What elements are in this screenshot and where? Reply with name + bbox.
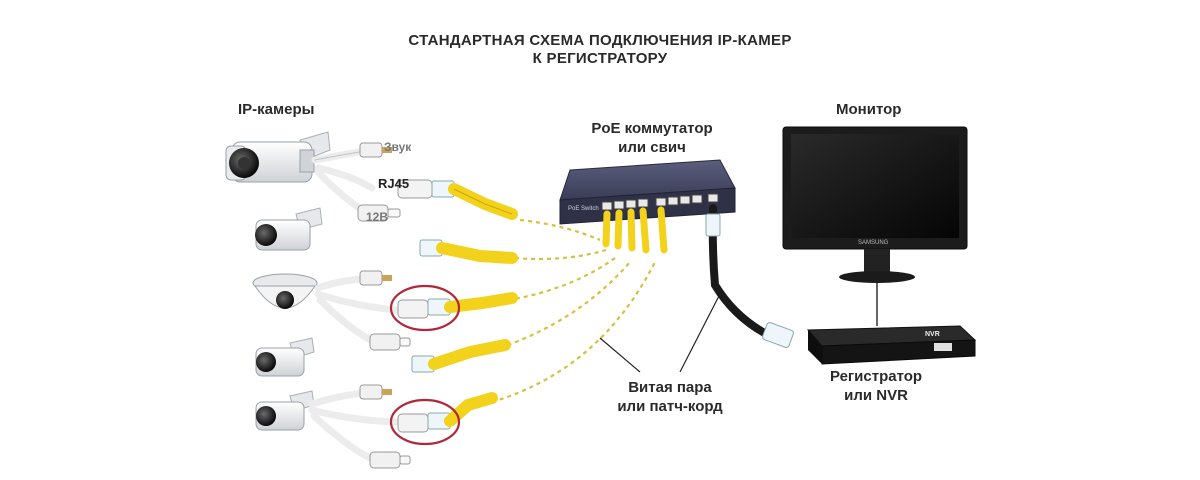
nvr-recorder (806, 325, 977, 365)
switch-yellow-cords (602, 206, 668, 254)
diagram-title: СТАНДАРТНАЯ СХЕМА ПОДКЛЮЧЕНИЯ IP-КАМЕР К… (360, 32, 840, 68)
audio-connector (359, 142, 392, 158)
ip-camera-3-dome (252, 273, 318, 309)
switch-ports (601, 193, 719, 211)
monitor (782, 126, 968, 283)
camera-3-cables (314, 274, 399, 344)
guide-line-4 (499, 261, 631, 350)
guide-line-3 (507, 257, 616, 302)
nvr-badge-text: NVR (925, 331, 940, 338)
ip-camera-1 (225, 131, 331, 183)
diagram-title-line-1: СТАНДАРТНАЯ СХЕМА ПОДКЛЮЧЕНИЯ IP-КАМЕР (408, 32, 792, 49)
diagram-title-line-2: К РЕГИСТРАТОРУ (532, 50, 668, 67)
rj45-label: RJ45 (378, 176, 410, 191)
camera-3-connectors (359, 270, 429, 351)
sound-label: Звук (384, 140, 412, 154)
recorder-label-line-2: или NVR (844, 387, 908, 404)
twisted-pair-label-line-2: или патч-корд (617, 398, 723, 415)
guide-line-1 (519, 218, 601, 242)
patch-cord-4 (411, 339, 511, 373)
patch-cord-guides (491, 218, 656, 404)
recorder-label-line-1: Регистратор (829, 368, 923, 385)
recorder-label: Регистратор или NVR (806, 367, 946, 405)
guide-line-2 (514, 248, 607, 261)
camera-5-cables (308, 388, 399, 462)
poe-switch-label-line-1: PoE коммутатор (591, 120, 713, 137)
poe-switch-label-line-2: или свич (618, 139, 686, 156)
patch-cord-5 (427, 392, 498, 430)
cameras-label: IP-камеры (238, 101, 315, 118)
monitor-label: Монитор (836, 101, 902, 118)
monitor-brand-text: SAMSUNG (858, 240, 889, 246)
highlight-circle-1 (389, 284, 461, 332)
camera-5-connectors (359, 384, 429, 469)
ip-camera-4 (255, 337, 315, 377)
power-connector (357, 204, 401, 222)
patch-cord-1 (431, 180, 518, 220)
uplink-cable (705, 204, 794, 348)
patch-cord-2 (419, 239, 518, 264)
twisted-pair-label-line-1: Витая пара (628, 379, 712, 396)
switch-brand-text: PoE Switch (568, 206, 599, 212)
twisted-pair-pointer (599, 289, 723, 373)
highlight-circle-2 (389, 398, 461, 446)
ip-camera-2 (255, 207, 323, 251)
patch-cord-3 (427, 292, 518, 316)
ip-camera-5 (255, 390, 315, 431)
power-label: 12В (366, 210, 389, 224)
twisted-pair-label: Витая пара или патч-корд (600, 378, 740, 416)
guide-line-5 (491, 261, 656, 404)
poe-switch-label: PoE коммутатор или свич (582, 119, 722, 157)
camera-1-cables (311, 146, 376, 214)
